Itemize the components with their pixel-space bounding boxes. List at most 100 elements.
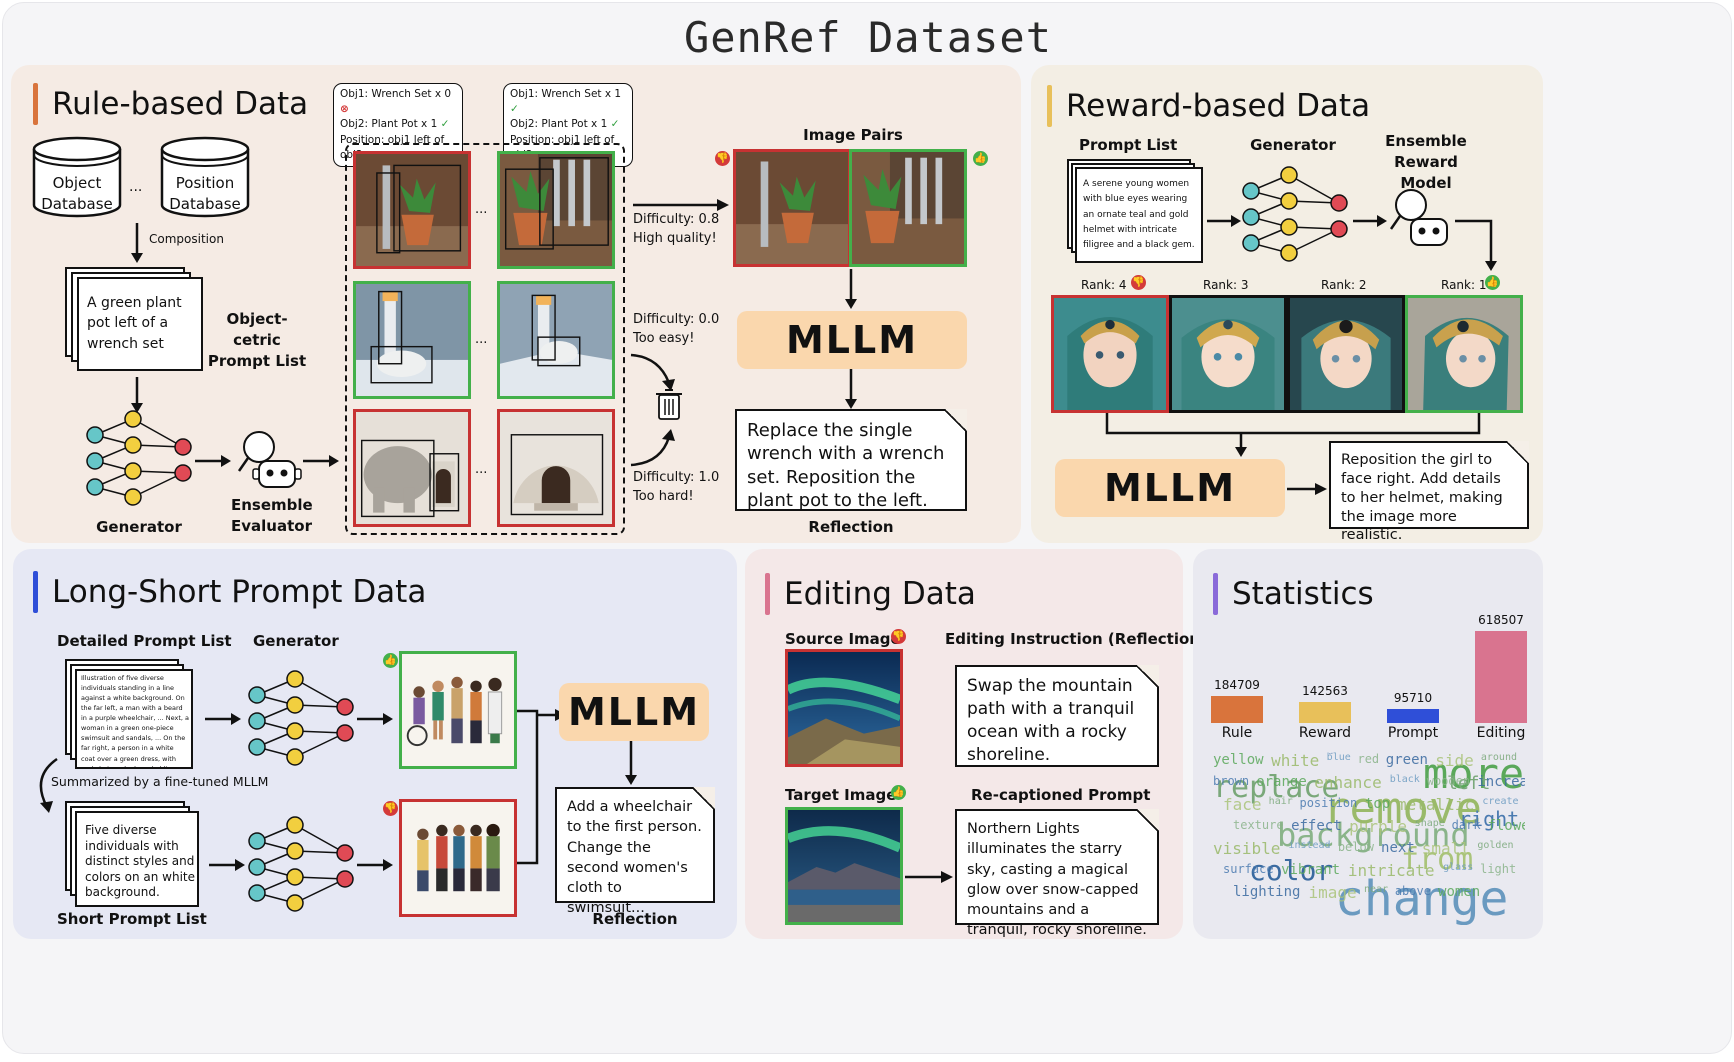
right-arrow-icon bbox=[209, 859, 245, 871]
word-cloud-word: red bbox=[1357, 752, 1380, 766]
stat-value-rule: 184709 bbox=[1214, 678, 1260, 692]
word-cloud-word: change bbox=[1335, 871, 1509, 925]
position-database-label: Position Database bbox=[169, 174, 241, 213]
word-cloud-word: around bbox=[1480, 752, 1517, 763]
word-cloud-word: flowers bbox=[1487, 818, 1525, 834]
down-arrow-icon bbox=[845, 269, 857, 309]
arrow-to-trash-icon bbox=[630, 353, 675, 391]
rank-2-image bbox=[1287, 295, 1405, 413]
reward-mllm-box: MLLM bbox=[1055, 459, 1285, 517]
detailed-prompt-list-label: Detailed Prompt List bbox=[57, 632, 232, 650]
trash-icon bbox=[656, 389, 682, 420]
stat-bar-reward bbox=[1299, 702, 1351, 723]
stat-category-editing: Editing bbox=[1476, 725, 1526, 741]
statistics-title-text: Statistics bbox=[1232, 576, 1374, 612]
stat-category-rule: Rule bbox=[1221, 725, 1253, 741]
word-cloud-word: remove bbox=[1323, 783, 1482, 834]
stat-bar-prompt bbox=[1387, 709, 1439, 723]
long-generator-label: Generator bbox=[253, 632, 339, 650]
word-cloud-word: next bbox=[1381, 840, 1415, 856]
ensemble-reward-label: Ensemble Reward Model bbox=[1385, 132, 1467, 192]
word-cloud-word: shape bbox=[1414, 818, 1445, 829]
short-prompt-stack: Five diverse individuals with distinct s… bbox=[65, 801, 205, 907]
word-cloud-word: replace bbox=[1213, 770, 1340, 805]
word-cloud-word: wooden bbox=[1426, 774, 1471, 788]
grid-ellipsis-2: ... bbox=[475, 332, 488, 347]
stat-bar-editing bbox=[1475, 631, 1527, 723]
word-cloud-word: increase bbox=[1477, 774, 1525, 790]
down-arrow-icon bbox=[625, 741, 637, 785]
composition-arrow-icon bbox=[131, 223, 143, 263]
word-cloud-word: visible bbox=[1213, 839, 1281, 858]
image-wrench-plant-bad bbox=[353, 151, 471, 269]
rule-evaluator-label: Ensemble Evaluator bbox=[231, 496, 313, 535]
word-cloud-word: background bbox=[1277, 816, 1470, 854]
right-arrow-icon bbox=[303, 455, 339, 467]
stat-value-prompt: 95710 bbox=[1393, 691, 1433, 705]
reward-prompt-stack: A serene young women with blue eyes wear… bbox=[1067, 159, 1207, 265]
bubble2-line1: Obj1: Wrench Set x 1 ✓ bbox=[510, 88, 622, 116]
rank-1-image bbox=[1405, 295, 1523, 413]
object-prompt-list-label: Object-cetric Prompt List bbox=[207, 310, 307, 370]
image-elephant-oven-2 bbox=[497, 409, 615, 527]
source-image-label: Source Image bbox=[785, 630, 901, 648]
word-cloud-word: metallic bbox=[1397, 795, 1475, 814]
thumbs-up-icon: 👍 bbox=[1485, 275, 1500, 290]
word-cloud-word: enhance bbox=[1314, 773, 1382, 792]
grid-ellipsis-1: ... bbox=[475, 202, 488, 217]
rank-merge-lines-icon bbox=[1105, 413, 1481, 457]
db-ellipsis: ... bbox=[129, 179, 143, 195]
word-cloud-word: left bbox=[1447, 773, 1491, 794]
image-wrench-plant-good bbox=[497, 151, 615, 269]
word-cloud-word: add bbox=[1329, 753, 1333, 755]
word-cloud-word: black bbox=[1389, 774, 1420, 785]
word-cloud-word: face bbox=[1223, 795, 1262, 814]
down-arrow-icon bbox=[131, 377, 143, 413]
word-cloud-word: purple bbox=[1349, 817, 1407, 836]
reward-prompt-text: A serene young women with blue eyes wear… bbox=[1083, 179, 1195, 251]
reward-reflection-doc: Reposition the girl to face right. Add d… bbox=[1329, 441, 1529, 543]
generator-network-icon bbox=[86, 410, 192, 506]
arrow-from-hard-icon bbox=[630, 429, 675, 467]
long-short-title-text: Long-Short Prompt Data bbox=[52, 574, 427, 610]
source-image bbox=[785, 649, 903, 767]
rule-based-panel: Rule-based Data Object Database ... Posi… bbox=[11, 65, 1021, 543]
thumbs-down-icon: 👎 bbox=[1131, 275, 1146, 290]
summarized-label: Summarized by a fine-tuned MLLM bbox=[51, 774, 269, 789]
image-pairs-label: Image Pairs bbox=[803, 126, 903, 144]
long-prompt-image bbox=[399, 651, 517, 769]
rank-3-label: Rank: 3 bbox=[1203, 278, 1249, 292]
word-cloud-word: near bbox=[1364, 884, 1389, 895]
word-cloud-word: create bbox=[1482, 796, 1519, 807]
word-cloud-word: small bbox=[1421, 839, 1470, 858]
ensemble-evaluator-icon bbox=[237, 431, 302, 488]
right-arrow-icon bbox=[1207, 215, 1241, 227]
short-prompt-text: Five diverse individuals with distinct s… bbox=[85, 823, 195, 900]
rule-reflection-label: Reflection bbox=[808, 518, 894, 536]
rank-1-label: Rank: 1 bbox=[1441, 278, 1487, 292]
long-short-panel: Long-Short Prompt Data Detailed Prompt L… bbox=[13, 549, 737, 939]
image-grid bbox=[345, 143, 625, 535]
long-short-panel-title: Long-Short Prompt Data bbox=[33, 571, 426, 613]
statistics-panel-title: Statistics bbox=[1213, 573, 1374, 615]
pair-image-good bbox=[849, 149, 967, 267]
word-cloud-word: white bbox=[1271, 751, 1320, 770]
target-image bbox=[785, 807, 903, 925]
stat-value-reward: 142563 bbox=[1302, 684, 1348, 698]
long-reflection-doc: Add a wheelchair to the first person. Ch… bbox=[555, 787, 715, 916]
image-lighthouse-bear-2 bbox=[497, 281, 615, 399]
rule-mllm-box: MLLM bbox=[737, 311, 967, 369]
thumbs-up-icon: 👍 bbox=[891, 785, 906, 800]
word-cloud-word: top bbox=[1365, 796, 1391, 812]
instruction-doc: Swap the mountain path with a tranquil o… bbox=[955, 665, 1159, 767]
detailed-prompt-stack: Illustration of five diverse individuals… bbox=[65, 659, 195, 769]
stat-value-editing: 618507 bbox=[1478, 613, 1524, 627]
word-cloud-word: right bbox=[1459, 807, 1520, 831]
